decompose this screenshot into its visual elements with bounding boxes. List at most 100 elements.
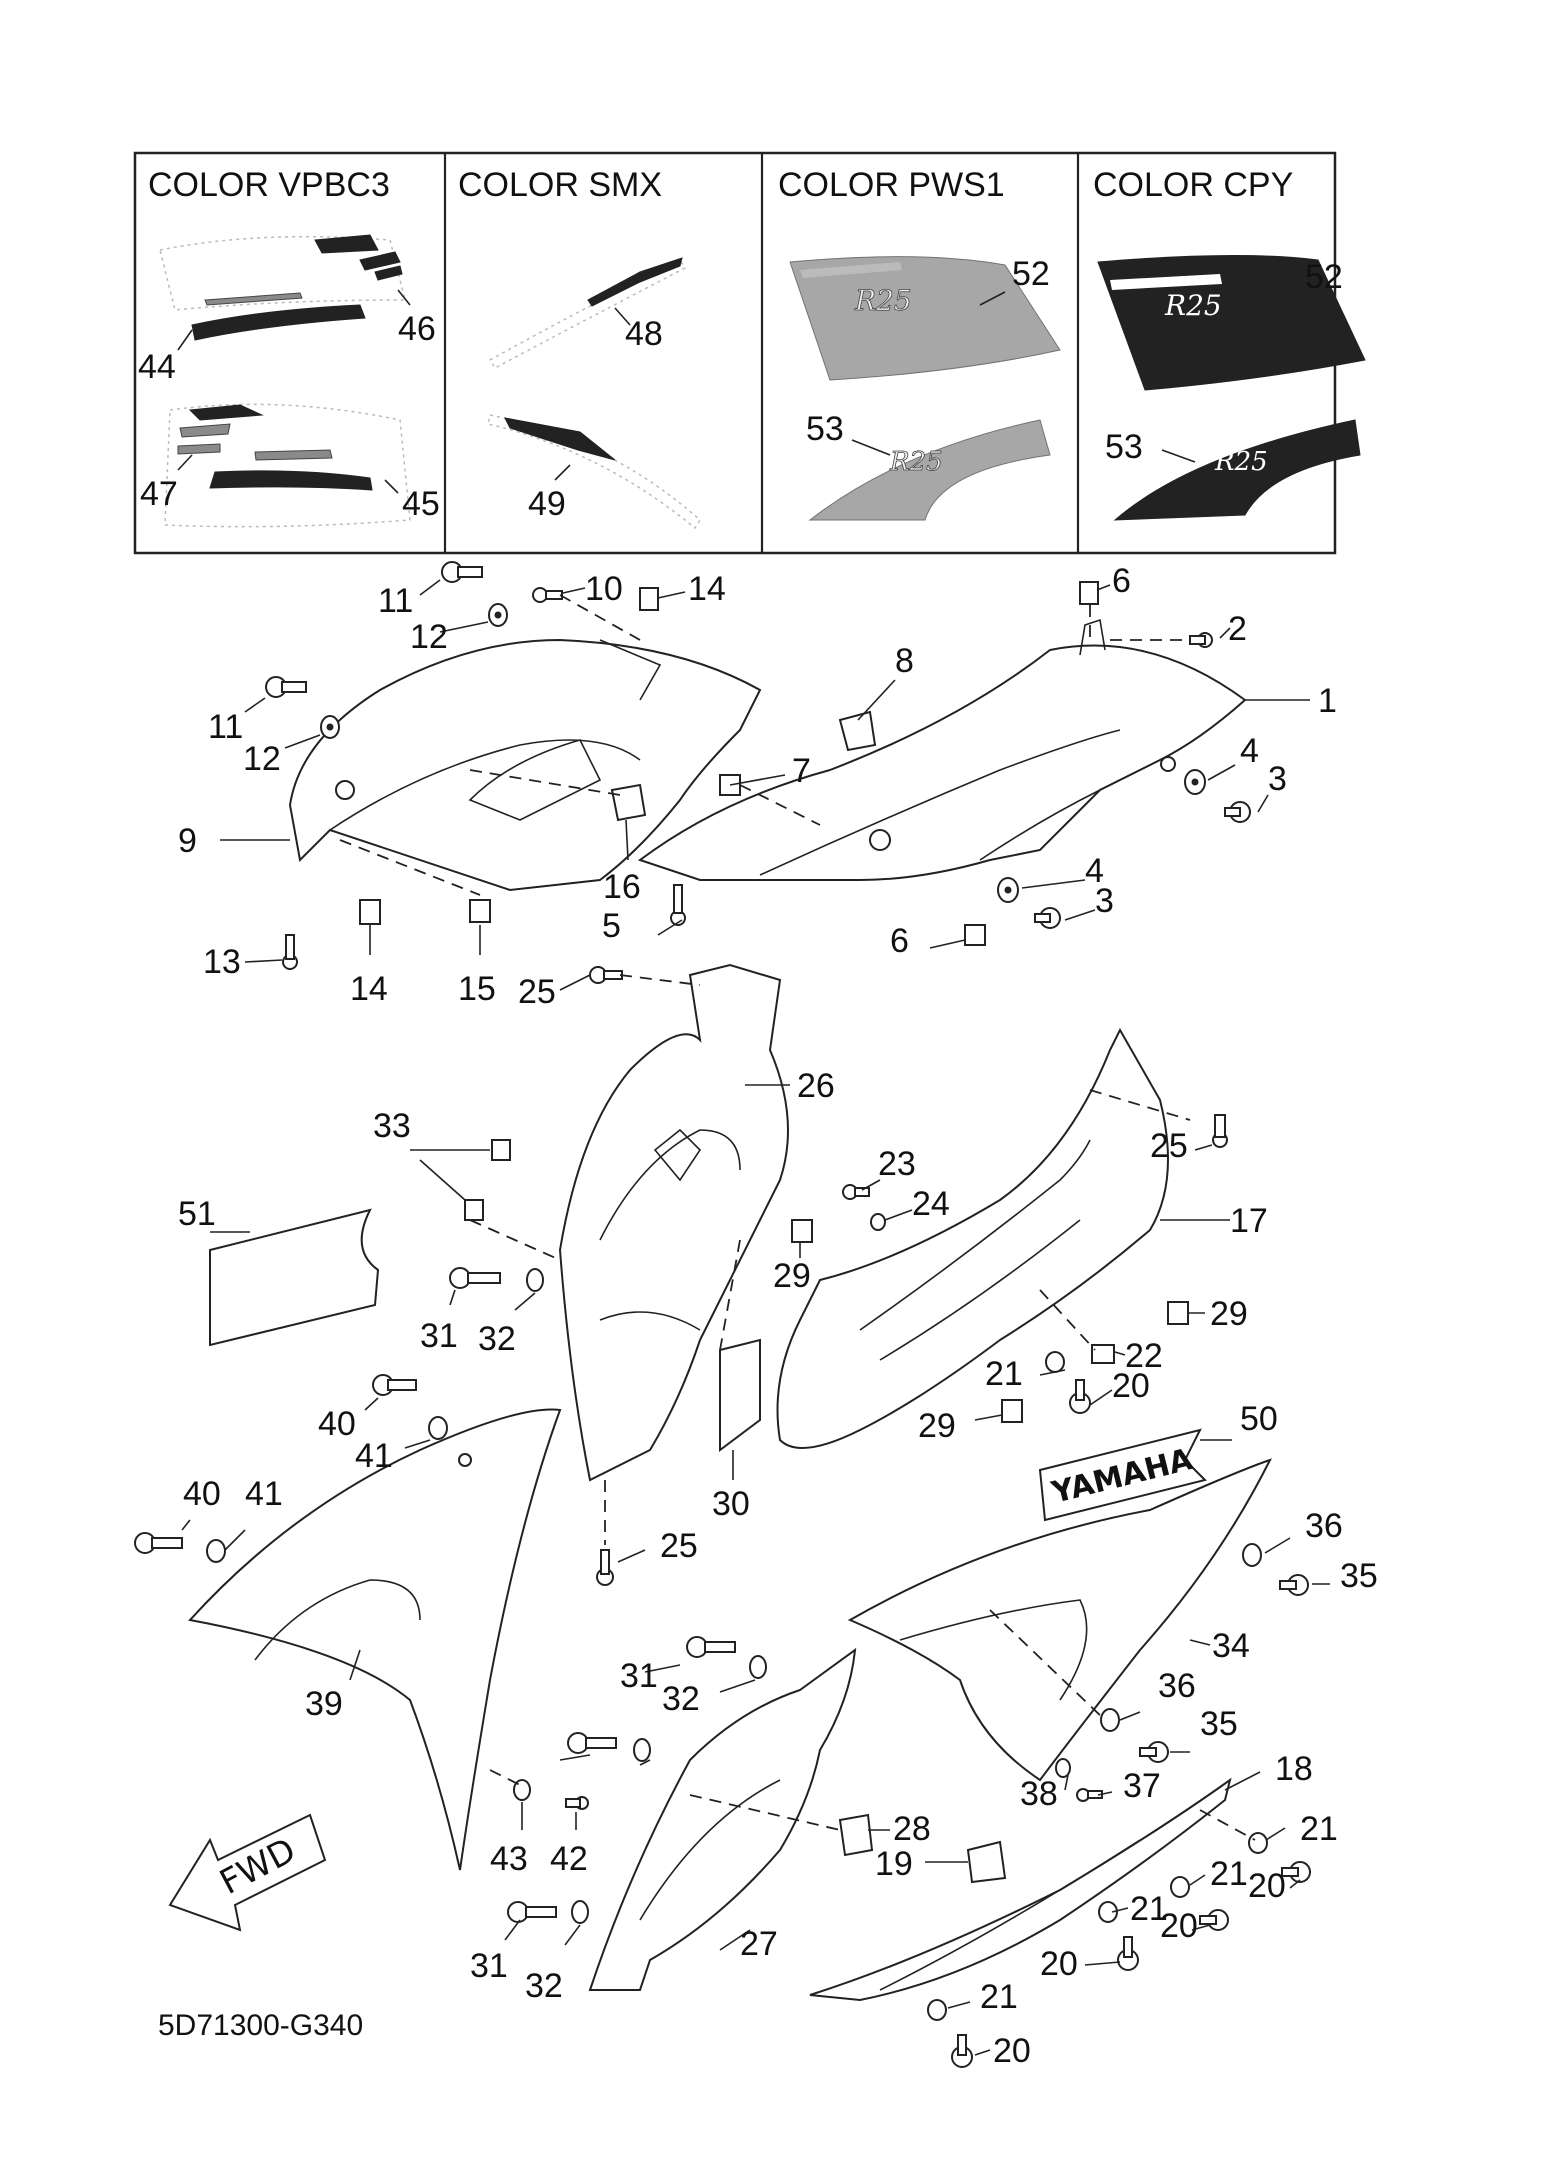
grommet-28 bbox=[838, 1813, 874, 1857]
part-label-2: 2 bbox=[1228, 610, 1247, 648]
part-label-39: 39 bbox=[305, 1685, 343, 1723]
bolt-11-top bbox=[441, 561, 483, 583]
assembly-lines bbox=[339, 594, 1256, 1841]
clip-29-right bbox=[1167, 1301, 1189, 1325]
washer-21-r2 bbox=[1170, 1876, 1190, 1898]
clip-15 bbox=[469, 899, 491, 923]
part-label-9: 9 bbox=[178, 822, 197, 860]
part-label-20: 20 bbox=[993, 2032, 1031, 2070]
screw-2 bbox=[1189, 632, 1213, 648]
decal-49 bbox=[487, 414, 701, 530]
washer-21-mid bbox=[1045, 1351, 1065, 1373]
color-header-cpy: COLOR CPY bbox=[1093, 166, 1293, 204]
part-label-29: 29 bbox=[773, 1257, 811, 1295]
part-label-46: 46 bbox=[398, 310, 436, 348]
side-cowling-upper-9 bbox=[288, 638, 762, 892]
part-label-8: 8 bbox=[895, 642, 914, 680]
part-label-33: 33 bbox=[373, 1107, 411, 1145]
bolt-13 bbox=[282, 934, 298, 970]
screw-35-low bbox=[1139, 1741, 1169, 1763]
part-label-6: 6 bbox=[1112, 562, 1131, 600]
screw-35-top bbox=[1279, 1574, 1309, 1596]
washer-21-bottom bbox=[927, 1999, 947, 2021]
part-label-32: 32 bbox=[525, 1967, 563, 2005]
part-label-15: 15 bbox=[458, 970, 496, 1008]
part-label-14: 14 bbox=[688, 570, 726, 608]
decal-48 bbox=[488, 257, 687, 369]
part-label-25: 25 bbox=[1150, 1127, 1188, 1165]
svg-text:R25: R25 bbox=[889, 447, 943, 477]
svg-text:R25: R25 bbox=[854, 284, 912, 317]
part-label-6: 6 bbox=[890, 922, 909, 960]
part-label-20: 20 bbox=[1112, 1367, 1150, 1405]
part-label-4: 4 bbox=[1240, 732, 1259, 770]
washer-12-top bbox=[488, 603, 508, 627]
washer-32-upper bbox=[749, 1655, 767, 1679]
part-label-31: 31 bbox=[470, 1947, 508, 1985]
part-label-21: 21 bbox=[1130, 1890, 1168, 1928]
washer-32-bottom bbox=[571, 1900, 589, 1924]
part-label-18: 18 bbox=[1275, 1750, 1313, 1788]
part-label-25: 25 bbox=[660, 1527, 698, 1565]
washer-4-low bbox=[997, 877, 1019, 903]
part-label-53-pws1: 53 bbox=[806, 410, 844, 448]
bolt-11-mid bbox=[265, 676, 307, 698]
part-label-36: 36 bbox=[1158, 1667, 1196, 1705]
part-label-35: 35 bbox=[1200, 1705, 1238, 1743]
inner-panel-27 bbox=[588, 1647, 857, 1991]
grommet-16 bbox=[610, 783, 647, 822]
bolt-31-upper bbox=[686, 1636, 736, 1658]
part-label-22: 22 bbox=[1125, 1337, 1163, 1375]
bolt-25-bottom bbox=[596, 1549, 614, 1586]
part-label-40: 40 bbox=[183, 1475, 221, 1513]
screw-20-r1 bbox=[1281, 1861, 1311, 1883]
clip-14-low bbox=[359, 899, 381, 925]
part-labels: 1 2 3 3 4 4 5 6 6 7 8 9 10 11 11 12 12 1… bbox=[178, 562, 1378, 2070]
bolt-40-top bbox=[372, 1374, 417, 1396]
part-label-1: 1 bbox=[1318, 682, 1337, 720]
bolt-31-mid bbox=[449, 1267, 501, 1289]
washer-38 bbox=[1055, 1758, 1071, 1778]
color-variant-table: COLOR VPBC3 COLOR SMX COLOR PWS1 COLOR C… bbox=[133, 151, 1366, 555]
washer-36-top bbox=[1242, 1543, 1262, 1567]
part-label-3: 3 bbox=[1268, 760, 1287, 798]
part-label-52-pws1: 52 bbox=[1012, 255, 1050, 293]
part-label-21: 21 bbox=[1300, 1810, 1338, 1848]
part-label-16: 16 bbox=[603, 868, 641, 906]
washer-4-top bbox=[1184, 769, 1206, 795]
fasteners bbox=[134, 561, 1311, 2068]
clip-33-top bbox=[491, 1139, 511, 1161]
part-label-50: 50 bbox=[1240, 1400, 1278, 1438]
part-label-25: 25 bbox=[518, 973, 556, 1011]
inner-panel-26 bbox=[558, 963, 789, 1482]
cowling-front-39 bbox=[188, 1408, 562, 1871]
bolt-25-top bbox=[589, 966, 623, 984]
part-label-13: 13 bbox=[203, 943, 241, 981]
part-label-48: 48 bbox=[625, 315, 663, 353]
side-cowling-upper-1 bbox=[637, 618, 1247, 882]
part-label-30: 30 bbox=[712, 1485, 750, 1523]
part-label-36: 36 bbox=[1305, 1507, 1343, 1545]
part-label-29: 29 bbox=[1210, 1295, 1248, 1333]
bolt-31-bottom bbox=[507, 1901, 557, 1923]
bolt-42 bbox=[565, 1796, 589, 1810]
part-label-12: 12 bbox=[243, 740, 281, 778]
part-label-32: 32 bbox=[662, 1680, 700, 1718]
part-label-11: 11 bbox=[378, 582, 413, 620]
svg-text:R25: R25 bbox=[1164, 289, 1222, 322]
clip-6-top bbox=[1079, 581, 1099, 605]
color-header-pws1: COLOR PWS1 bbox=[778, 166, 1005, 204]
screw-20-r2 bbox=[1199, 1909, 1229, 1931]
part-label-40: 40 bbox=[318, 1405, 356, 1443]
decal-51 bbox=[209, 1208, 380, 1347]
part-label-14: 14 bbox=[350, 970, 388, 1008]
part-label-10: 10 bbox=[585, 570, 623, 608]
decal-52-pws1: R25 bbox=[789, 256, 1061, 381]
part-label-53-cpy: 53 bbox=[1105, 428, 1143, 466]
decal-53-cpy: R25 bbox=[1113, 419, 1361, 521]
part-label-29: 29 bbox=[918, 1407, 956, 1445]
part-label-38: 38 bbox=[1020, 1775, 1058, 1813]
part-label-20: 20 bbox=[1160, 1907, 1198, 1945]
part-label-42: 42 bbox=[550, 1840, 588, 1878]
bolt-25-right bbox=[1212, 1114, 1228, 1148]
